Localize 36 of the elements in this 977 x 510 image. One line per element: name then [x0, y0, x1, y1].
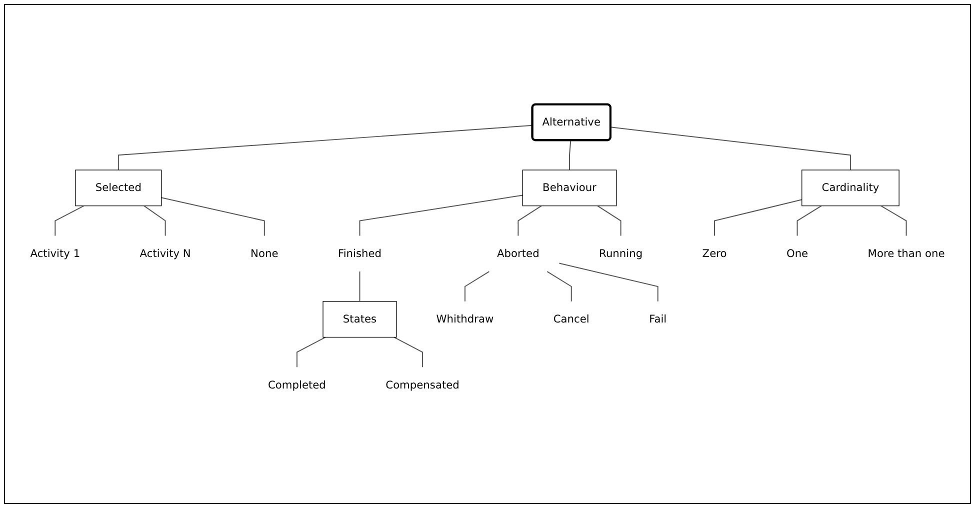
node-text: Cancel: [553, 313, 590, 326]
node-text: Whithdraw: [436, 313, 494, 326]
connector: [359, 195, 524, 237]
node-box: Cardinality: [802, 170, 900, 207]
connector: [596, 206, 622, 237]
node-box: Behaviour: [522, 170, 617, 207]
connector: [160, 197, 265, 237]
connector: [546, 271, 572, 302]
node-box: States: [322, 301, 397, 338]
connector: [54, 206, 84, 237]
node-text: Compensated: [386, 378, 460, 392]
connector: [144, 206, 166, 237]
connector: [464, 271, 490, 302]
node-text: Activity 1: [30, 247, 80, 260]
connector: [569, 140, 572, 171]
node-text: Finished: [338, 247, 382, 260]
connector: [714, 200, 802, 237]
node-text: Completed: [268, 378, 326, 392]
connector: [518, 206, 542, 237]
connector: [296, 337, 326, 368]
node-text: Running: [599, 247, 643, 260]
connector: [118, 125, 534, 171]
node-text: Aborted: [497, 247, 540, 260]
node-text: One: [786, 247, 808, 260]
node-text: Activity N: [140, 247, 191, 260]
node-text: Zero: [702, 247, 727, 260]
node-text: None: [250, 247, 278, 260]
connector: [558, 263, 658, 302]
connector: [610, 127, 851, 171]
node-text: More than one: [868, 247, 945, 260]
connector: [393, 337, 424, 368]
connector: [880, 206, 907, 237]
node-box: Selected: [75, 170, 162, 207]
node-text: Fail: [649, 313, 667, 326]
connector: [359, 271, 360, 302]
connector: [796, 206, 822, 237]
